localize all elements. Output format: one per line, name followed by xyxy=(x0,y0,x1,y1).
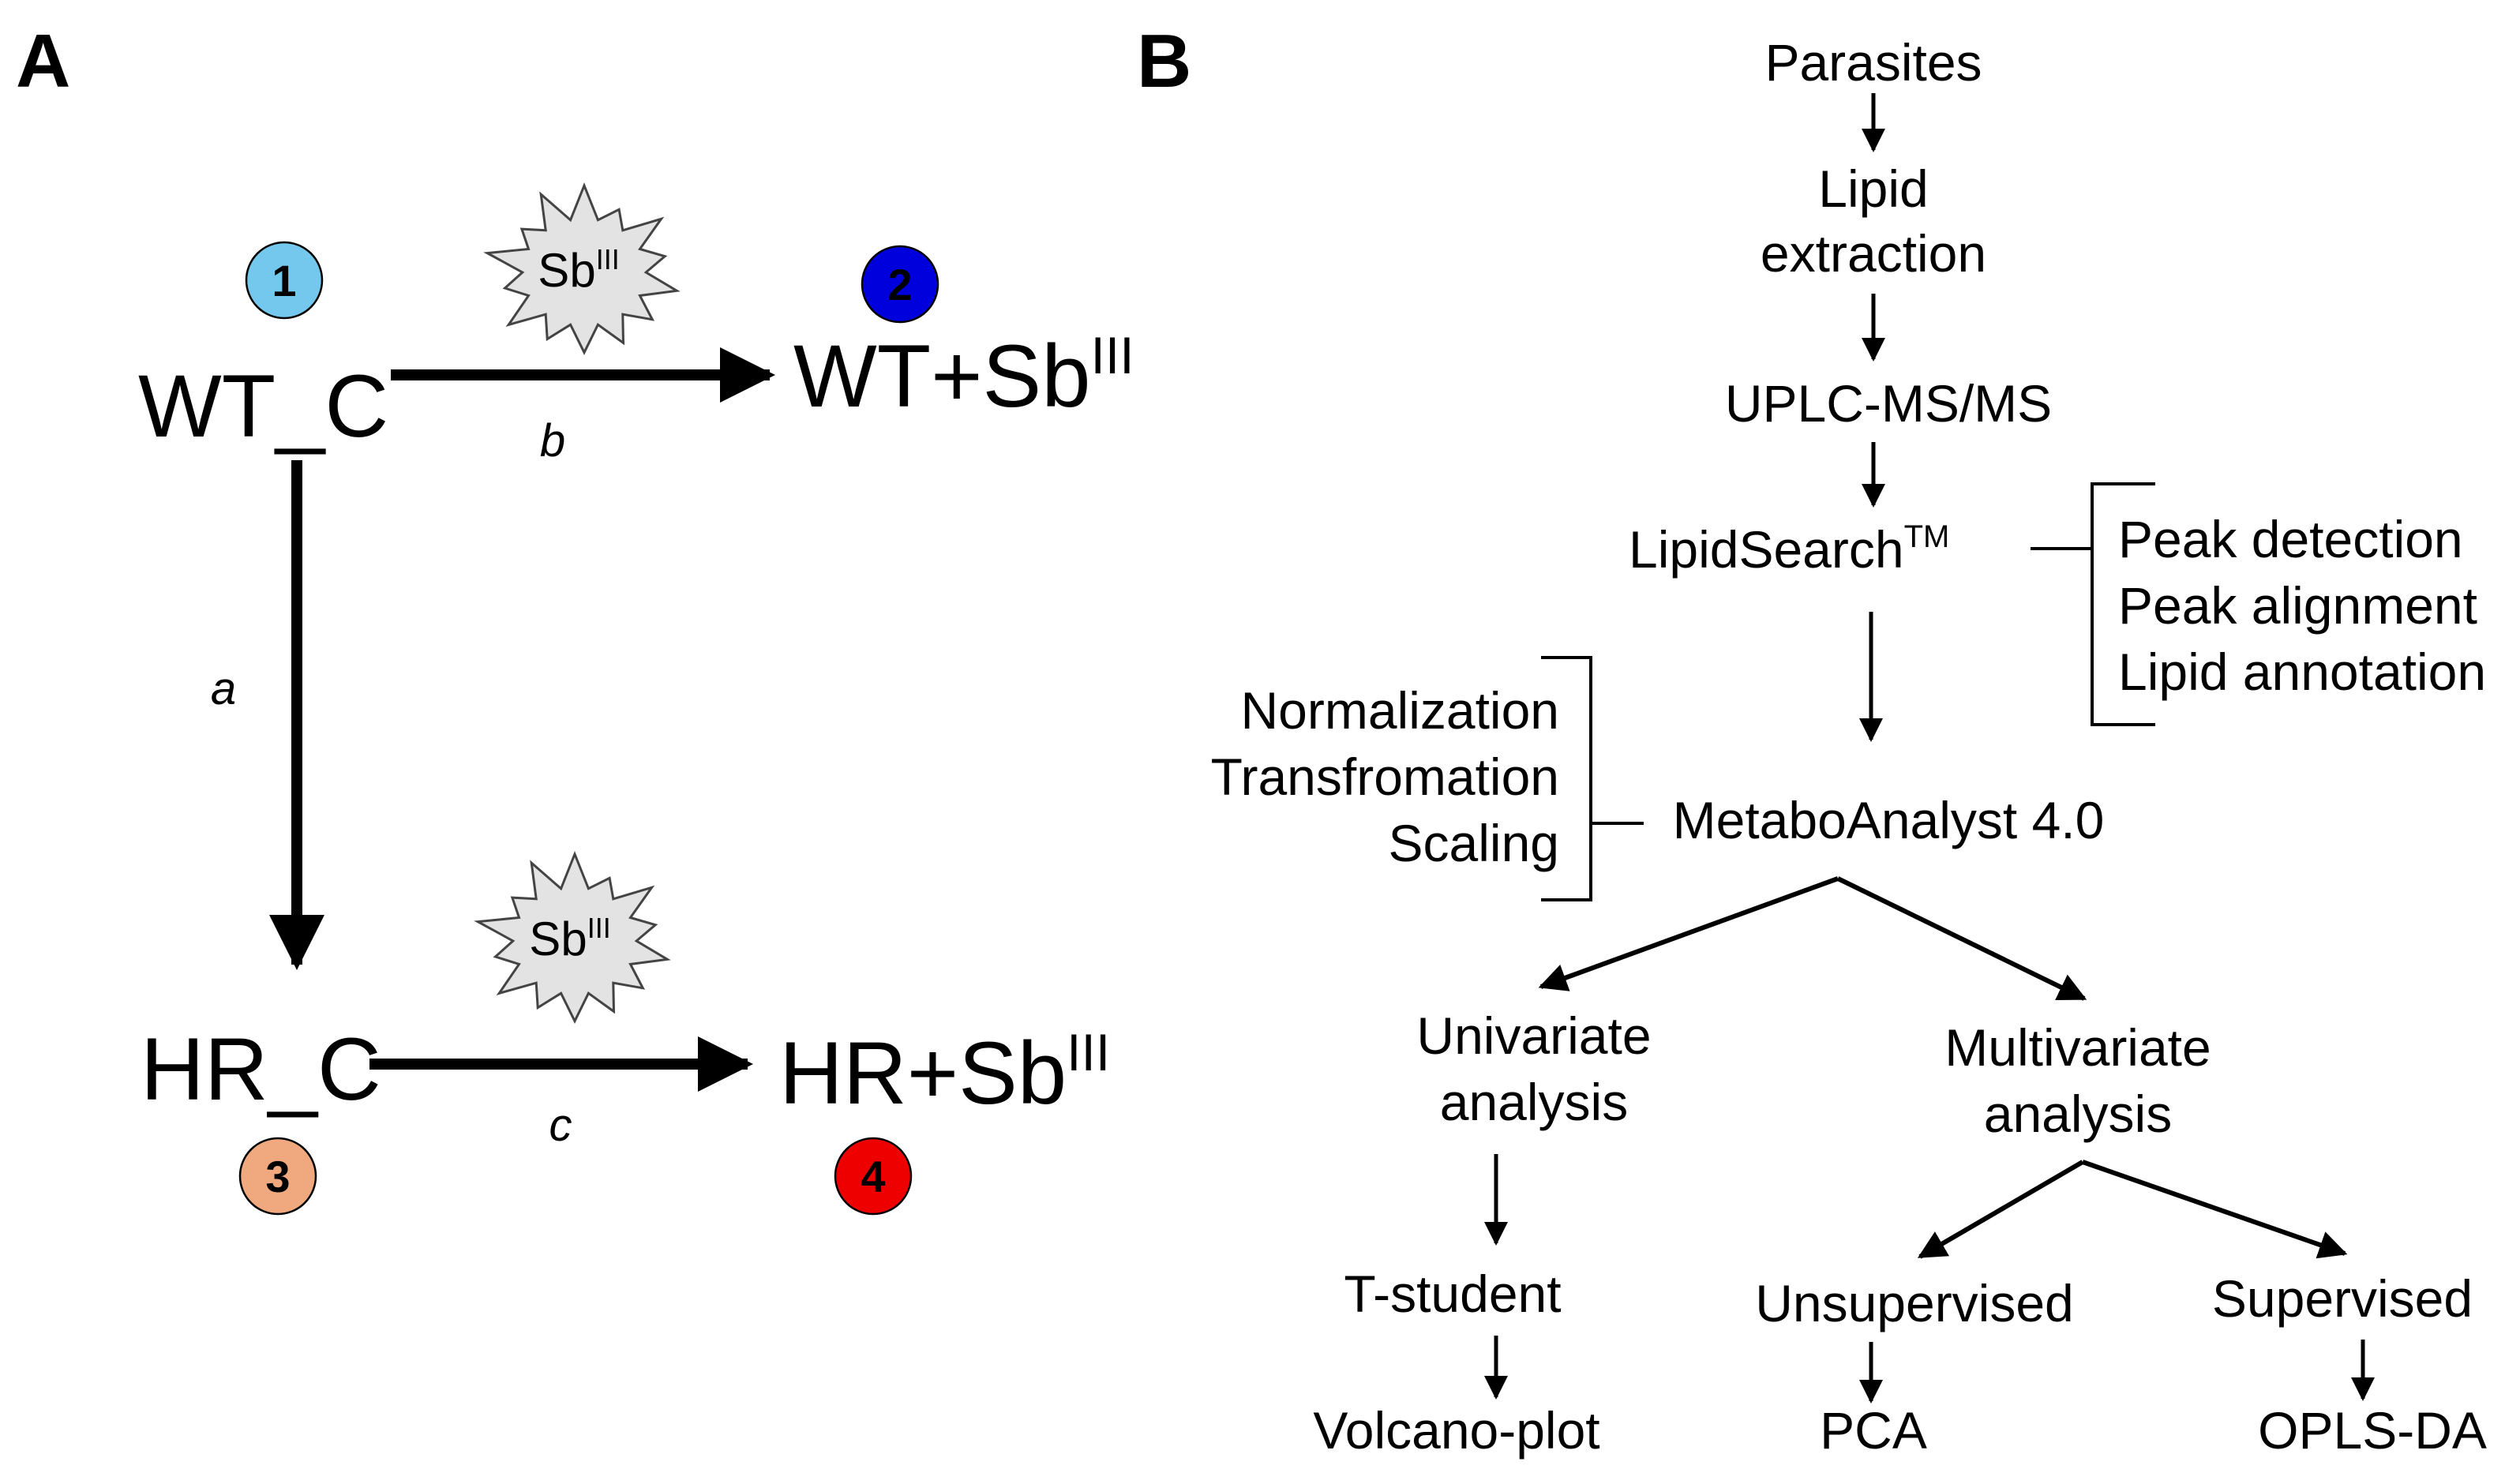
step-parasites: Parasites xyxy=(1764,33,1982,92)
step-metaboanalyst: MetaboAnalyst 4.0 xyxy=(1673,791,2105,849)
right-group-item-2: Peak alignment xyxy=(2118,576,2477,635)
starburst-top-sb: Sb xyxy=(538,244,595,297)
starburst-top-text: SbIII xyxy=(538,243,619,297)
right-group-item-3: Lipid annotation xyxy=(2118,643,2486,701)
badge-1-number: 1 xyxy=(272,256,296,305)
left-group-item-1: Normalization xyxy=(1241,681,1559,740)
edge-a-label: a xyxy=(211,663,236,714)
trademark-sup: TM xyxy=(1904,519,1950,554)
step-univariate-line2: analysis xyxy=(1440,1073,1628,1131)
step-unsupervised: Unsupervised xyxy=(1755,1274,2074,1332)
step-tstudent: T-student xyxy=(1344,1265,1561,1323)
right-group-item-1: Peak detection xyxy=(2118,510,2463,568)
node-hr-sb-text: HR+Sb xyxy=(779,1024,1067,1122)
badge-3: 3 xyxy=(238,1137,317,1216)
right-bracket xyxy=(2091,482,2155,726)
step-multivariate-line1: Multivariate xyxy=(1944,1018,2211,1077)
badge-2: 2 xyxy=(861,245,939,324)
node-wt-sb-text: WT+Sb xyxy=(793,327,1091,425)
starburst-bottom-text: SbIII xyxy=(529,912,610,965)
node-hr-sb-superscript: III xyxy=(1067,1023,1110,1081)
node-wt-sb: WT+SbIII xyxy=(793,326,1134,425)
node-hr-c: HR_C xyxy=(141,1020,381,1119)
panel-a-label: A xyxy=(16,19,70,103)
badge-4-number: 4 xyxy=(861,1152,885,1201)
step-univariate-line1: Univariate xyxy=(1416,1006,1651,1065)
step-oplsda: OPLS-DA xyxy=(2258,1401,2487,1460)
node-wt-c: WT_C xyxy=(138,357,388,455)
arrow-metabo-multivariate xyxy=(1836,876,2087,1001)
edge-c-label: c xyxy=(549,1100,572,1151)
starburst-top-superscript: III xyxy=(596,243,620,275)
left-bracket xyxy=(1541,656,1592,901)
node-hr-sb: HR+SbIII xyxy=(779,1023,1110,1122)
badge-1: 1 xyxy=(245,241,324,320)
starburst-bottom-sb: Sb xyxy=(529,913,587,965)
left-group-item-2: Transfromation xyxy=(1211,748,1559,806)
step-volcano: Volcano-plot xyxy=(1313,1401,1599,1460)
step-supervised: Supervised xyxy=(2212,1269,2473,1328)
edge-b-label: b xyxy=(540,415,565,467)
badge-3-number: 3 xyxy=(265,1152,290,1201)
starburst-top: SbIII xyxy=(483,182,681,355)
badge-4: 4 xyxy=(834,1137,913,1216)
badge-2-number: 2 xyxy=(887,260,912,309)
arrow-metabo-univariate xyxy=(1538,876,1839,991)
starburst-bottom: SbIII xyxy=(474,850,671,1024)
step-lipidsearch-text: LipidSearch xyxy=(1629,520,1904,579)
step-uplc: UPLC-MS/MS xyxy=(1725,374,2052,433)
arrow-multivariate-supervised xyxy=(2082,1160,2348,1259)
arrow-multivariate-unsupervised xyxy=(1917,1160,2084,1259)
step-pca: PCA xyxy=(1820,1401,1927,1460)
step-multivariate-line2: analysis xyxy=(1984,1085,2172,1143)
step-extraction: extraction xyxy=(1761,224,1986,283)
node-wt-sb-superscript: III xyxy=(1091,326,1134,384)
panel-b-label: B xyxy=(1137,19,1191,103)
left-group-item-3: Scaling xyxy=(1389,814,1559,872)
step-lipidsearch: LipidSearchTM xyxy=(1629,519,1949,579)
starburst-bottom-superscript: III xyxy=(587,912,611,944)
step-lipid: Lipid xyxy=(1818,159,1928,218)
